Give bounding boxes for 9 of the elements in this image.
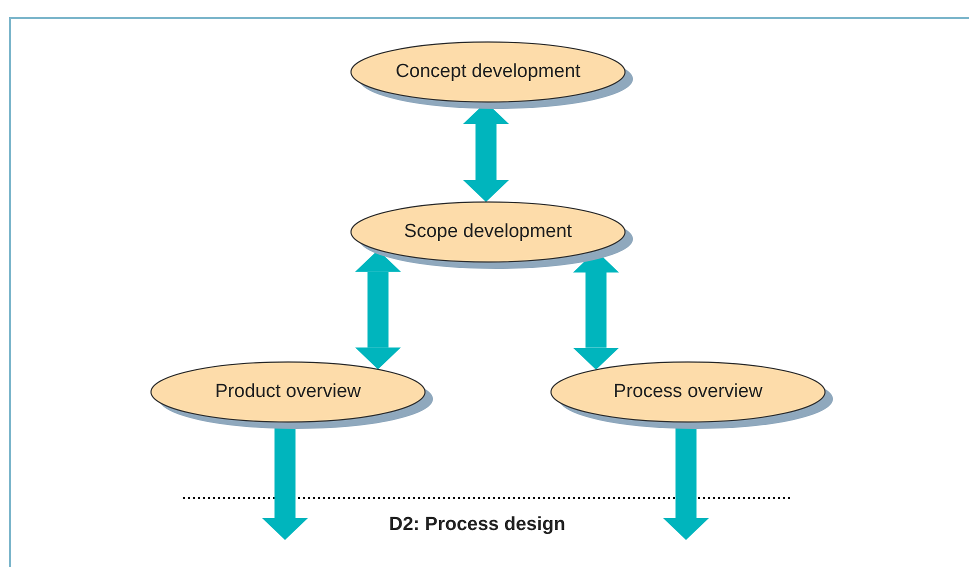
ellipse-node: [150, 361, 434, 431]
ellipse-node: [350, 201, 634, 271]
section-label: D2: Process design: [389, 514, 566, 536]
node-label: Product overview: [214, 380, 362, 404]
node-label: Scope development: [403, 220, 573, 244]
ellipse-node: [350, 41, 634, 111]
node-label: Process overview: [612, 380, 764, 404]
ellipse-node: [550, 361, 834, 431]
node-label: Concept development: [394, 60, 582, 84]
